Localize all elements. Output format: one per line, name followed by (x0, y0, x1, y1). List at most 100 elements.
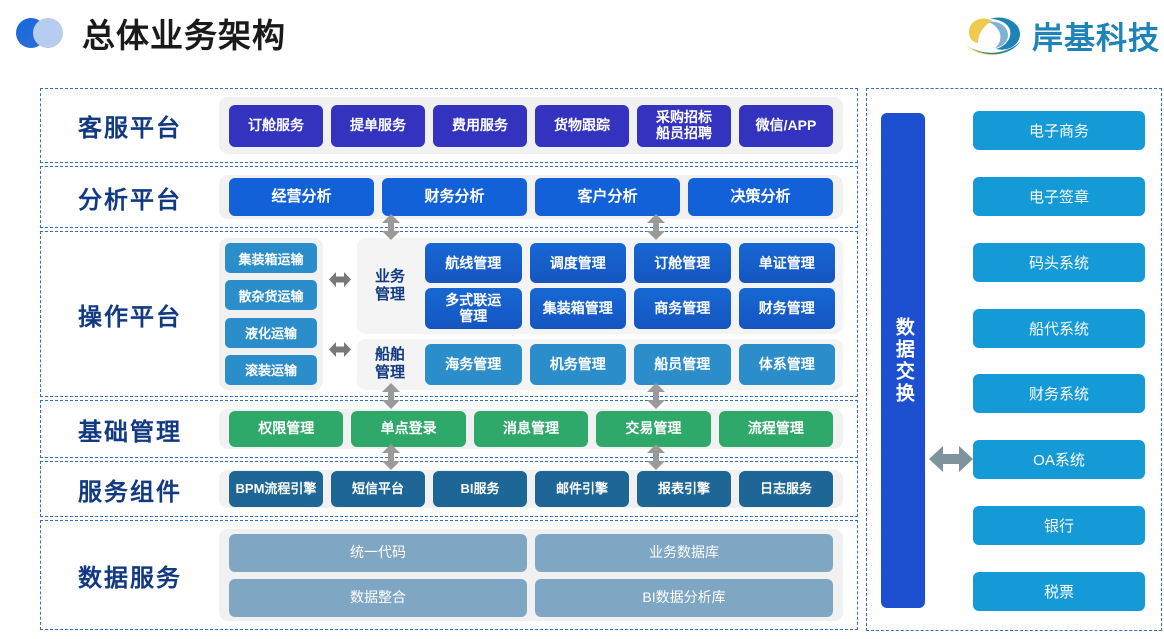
chip-bill-service[interactable]: 提单服务 (331, 104, 425, 147)
section-service-components: 服务组件 BPM流程引擎 短信平台 BI服务 邮件引擎 报表引擎 日志服务 (40, 461, 858, 517)
page-title: 总体业务架构 (82, 17, 286, 54)
two-circles-icon (16, 18, 78, 48)
connector-arrow-icon (382, 383, 400, 409)
chip-wechat-app[interactable]: 微信/APP (739, 104, 833, 147)
section-label: 操作平台 (78, 303, 182, 331)
chip-tray: 经营分析 财务分析 客户分析 决策分析 (219, 175, 843, 219)
operation-groups: 业务 管理 航线管理 调度管理 订舱管理 单证管理 多式联运 管理 集装箱管理 … (357, 238, 843, 390)
chip-permission-management[interactable]: 权限管理 (229, 411, 344, 447)
section-analysis-platform: 分析平台 经营分析 财务分析 客户分析 决策分析 (40, 166, 858, 240)
group-title: 船舶 管理 (374, 346, 405, 382)
cell-crew-management[interactable]: 船员管理 (634, 343, 731, 385)
ext-chip-finance-system[interactable]: 财务系统 (973, 374, 1145, 414)
cell-container-management[interactable]: 集装箱管理 (529, 288, 626, 329)
chip-single-sign-on[interactable]: 单点登录 (351, 411, 466, 447)
external-system-list: 电子商务 电子签章 码头系统 船代系统 财务系统 OA系统 银行 税票 (973, 111, 1145, 611)
chip-container-transport[interactable]: 集装箱运输 (225, 243, 317, 273)
chip-mail-engine[interactable]: 邮件引擎 (535, 471, 629, 507)
section-label: 基础管理 (78, 418, 182, 446)
cell-dispatch-management[interactable]: 调度管理 (529, 243, 626, 284)
section-label: 服务组件 (78, 478, 182, 506)
grid-row: 数据整合 BI数据分析库 (229, 578, 833, 617)
chip-decision-analysis[interactable]: 决策分析 (688, 178, 833, 216)
chip-log-service[interactable]: 日志服务 (739, 471, 833, 507)
section-body: BPM流程引擎 短信平台 BI服务 邮件引擎 报表引擎 日志服务 (219, 470, 843, 508)
chip-liquid-transport[interactable]: 液化运输 (225, 317, 317, 348)
cell-engineering-management[interactable]: 机务管理 (529, 343, 626, 385)
cell-marine-management[interactable]: 海务管理 (425, 343, 522, 385)
chip-fee-service[interactable]: 费用服务 (433, 104, 527, 147)
chip-customer-analysis[interactable]: 客户分析 (535, 178, 680, 216)
grid-row: 航线管理 调度管理 订舱管理 单证管理 (425, 243, 835, 284)
section-customer-service: 客服平台 订舱服务 提单服务 费用服务 货物跟踪 采购招标 船员招聘 微信/AP… (40, 88, 858, 163)
group-business-management: 业务 管理 航线管理 调度管理 订舱管理 单证管理 多式联运 管理 集装箱管理 … (357, 238, 843, 334)
connector-arrow-icon (382, 444, 400, 470)
chip-message-management[interactable]: 消息管理 (473, 411, 589, 447)
ship-grid: 海务管理 机务管理 船员管理 体系管理 (425, 343, 835, 385)
brand-name: 岸基科技 (1032, 20, 1160, 56)
brand-logo: 岸基科技 (964, 12, 1160, 58)
chip-procurement-recruitment[interactable]: 采购招标 船员招聘 (637, 104, 731, 147)
section-body: 权限管理 单点登录 消息管理 交易管理 流程管理 (219, 409, 843, 449)
transport-mode-list: 集装箱运输 散杂货运输 液化运输 滚装运输 (219, 238, 323, 390)
section-body: 统一代码 业务数据库 数据整合 BI数据分析库 (219, 529, 843, 621)
ext-chip-e-signature[interactable]: 电子签章 (973, 176, 1145, 216)
external-systems-panel: 数据交换 电子商务 电子签章 码头系统 船代系统 财务系统 OA系统 银行 税票 (866, 88, 1162, 631)
section-label: 数据服务 (78, 564, 182, 592)
cell-system-management[interactable]: 体系管理 (738, 343, 835, 385)
chip-bulk-cargo-transport[interactable]: 散杂货运输 (225, 280, 317, 311)
chip-booking-service[interactable]: 订舱服务 (229, 104, 323, 147)
chip-process-management[interactable]: 流程管理 (718, 411, 834, 447)
cell-route-management[interactable]: 航线管理 (425, 243, 522, 284)
chip-sms-platform[interactable]: 短信平台 (331, 471, 425, 507)
section-label: 分析平台 (78, 186, 182, 214)
grid-row: 海务管理 机务管理 船员管理 体系管理 (425, 343, 835, 385)
chip-roro-transport[interactable]: 滚装运输 (225, 354, 317, 385)
mode-group-connectors (329, 238, 351, 390)
chip-operation-analysis[interactable]: 经营分析 (229, 178, 374, 216)
cell-multimodal-management[interactable]: 多式联运 管理 (425, 288, 522, 329)
chip-transaction-management[interactable]: 交易管理 (596, 411, 711, 447)
chip-data-integration[interactable]: 数据整合 (229, 578, 527, 617)
chip-report-engine[interactable]: 报表引擎 (637, 471, 731, 507)
connector-arrow-icon (647, 214, 665, 240)
cell-commerce-management[interactable]: 商务管理 (634, 288, 731, 329)
section-label: 客服平台 (78, 115, 182, 142)
double-headed-arrow-icon (329, 271, 351, 287)
chip-unified-code[interactable]: 统一代码 (229, 533, 527, 572)
connector-arrow-icon (647, 383, 665, 409)
cell-finance-management[interactable]: 财务管理 (738, 288, 835, 329)
ext-chip-terminal-system[interactable]: 码头系统 (973, 242, 1145, 282)
chip-bi-service[interactable]: BI服务 (433, 471, 527, 507)
data-exchange-bar[interactable]: 数据交换 (881, 113, 925, 608)
ext-chip-bank[interactable]: 银行 (973, 506, 1145, 546)
section-body: 集装箱运输 散杂货运输 液化运输 滚装运输 业务 管理 航线管 (219, 238, 843, 390)
chip-tray: 统一代码 业务数据库 数据整合 BI数据分析库 (219, 529, 843, 621)
chip-cargo-tracking[interactable]: 货物跟踪 (535, 104, 629, 147)
connector-arrow-icon (647, 444, 665, 470)
section-body: 经营分析 财务分析 客户分析 决策分析 (219, 175, 843, 219)
chip-tray: BPM流程引擎 短信平台 BI服务 邮件引擎 报表引擎 日志服务 (219, 470, 843, 508)
chip-finance-analysis[interactable]: 财务分析 (382, 178, 527, 216)
ext-chip-shipping-agency-system[interactable]: 船代系统 (973, 308, 1145, 348)
ext-chip-ecommerce[interactable]: 电子商务 (973, 111, 1145, 150)
grid-row: 多式联运 管理 集装箱管理 商务管理 财务管理 (425, 288, 835, 329)
group-ship-management: 船舶 管理 海务管理 机务管理 船员管理 体系管理 (357, 338, 843, 390)
double-headed-arrow-icon (929, 446, 973, 472)
cell-booking-management[interactable]: 订舱管理 (634, 243, 731, 284)
chip-business-database[interactable]: 业务数据库 (535, 533, 833, 572)
section-body: 订舱服务 提单服务 费用服务 货物跟踪 采购招标 船员招聘 微信/APP (219, 97, 843, 154)
cell-document-management[interactable]: 单证管理 (738, 243, 835, 284)
architecture-stack: 客服平台 订舱服务 提单服务 费用服务 货物跟踪 采购招标 船员招聘 微信/AP… (40, 88, 858, 631)
page-header: 总体业务架构 岸基科技 (0, 0, 1164, 78)
chip-bpm-engine[interactable]: BPM流程引擎 (229, 471, 323, 507)
group-title: 业务 管理 (374, 267, 405, 303)
chip-bi-analysis-database[interactable]: BI数据分析库 (535, 578, 833, 617)
chip-tray: 订舱服务 提单服务 费用服务 货物跟踪 采购招标 船员招聘 微信/APP (219, 97, 843, 154)
business-grid: 航线管理 调度管理 订舱管理 单证管理 多式联运 管理 集装箱管理 商务管理 财… (425, 243, 835, 329)
connector-arrow-icon (382, 214, 400, 240)
section-basic-management: 基础管理 权限管理 单点登录 消息管理 交易管理 流程管理 (40, 400, 858, 470)
ext-chip-oa-system[interactable]: OA系统 (973, 440, 1145, 480)
wave-swoosh-icon (966, 17, 1020, 55)
ext-chip-tax-invoice[interactable]: 税票 (973, 571, 1145, 611)
